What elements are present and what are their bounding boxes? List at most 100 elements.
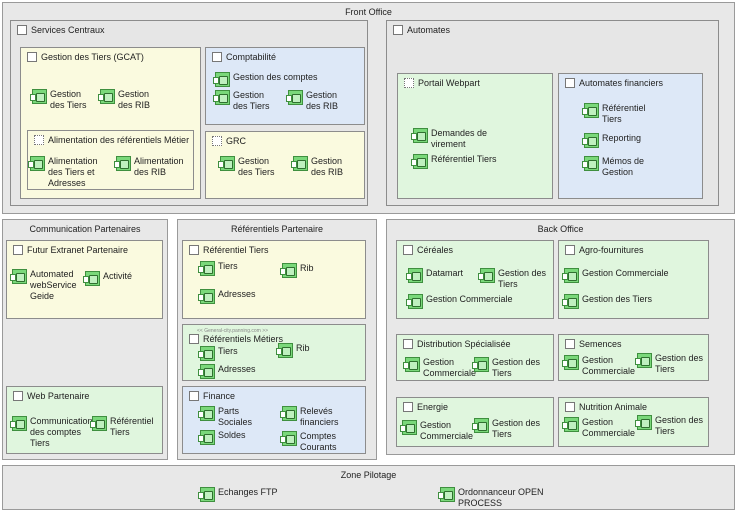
component-label: Adresses xyxy=(218,289,256,299)
alimentation-package[interactable]: Alimentation des référentiels Métier xyxy=(27,130,194,190)
component[interactable]: Soldes xyxy=(198,430,246,445)
component[interactable]: Alimentation des Tiers et Adresses xyxy=(28,156,98,189)
component[interactable]: Gestion des Tiers xyxy=(635,415,703,437)
component-icon xyxy=(114,156,131,171)
component-label: Automated webService Geide xyxy=(30,269,77,301)
component[interactable]: Référentiel Tiers xyxy=(411,154,497,169)
component[interactable]: Reporting xyxy=(582,133,641,148)
component[interactable]: Adresses xyxy=(198,364,256,379)
component[interactable]: Référentiel Tiers xyxy=(582,103,646,125)
component[interactable]: Gestion des Tiers xyxy=(562,294,652,309)
component-label: Rib xyxy=(300,263,314,273)
component-icon xyxy=(198,406,215,421)
comptabilite-package[interactable]: Comptabilité xyxy=(205,47,365,125)
comptabilite-title: Comptabilité xyxy=(226,52,277,62)
component-icon xyxy=(472,357,489,372)
component[interactable]: Datamart xyxy=(406,268,464,283)
component[interactable]: Gestion des RIB xyxy=(291,156,343,178)
energie-title: Energie xyxy=(417,402,449,412)
component[interactable]: Gestion Commerciale xyxy=(562,268,669,283)
package-icon xyxy=(403,402,413,412)
extranet-title: Futur Extranet Partenaire xyxy=(27,245,129,255)
component[interactable]: Communication des comptes Tiers xyxy=(10,416,93,449)
component[interactable]: Référentiel Tiers xyxy=(90,416,154,438)
automates-title: Automates xyxy=(407,25,451,35)
component-icon xyxy=(10,416,27,431)
package-icon xyxy=(13,245,23,255)
package-icon xyxy=(212,136,222,146)
component-icon xyxy=(291,156,308,171)
component-label: Ordonnanceur OPEN PROCESS xyxy=(458,487,544,508)
semences-title: Semences xyxy=(579,339,622,349)
component-label: Gestion des Tiers xyxy=(492,418,541,439)
component[interactable]: Automated webService Geide xyxy=(10,269,77,302)
component[interactable]: Gestion Commerciale xyxy=(562,355,635,377)
automates-financiers-package[interactable]: Automates financiers xyxy=(558,73,703,199)
component-label: Gestion Commerciale xyxy=(426,294,513,304)
component[interactable]: Gestion Commerciale xyxy=(403,357,476,379)
component[interactable]: Gestion des RIB xyxy=(286,90,338,112)
web-partenaire-package[interactable]: Web Partenaire xyxy=(6,386,163,454)
component[interactable]: Tiers xyxy=(198,346,238,361)
referentiel-tiers-package[interactable]: Référentiel Tiers xyxy=(182,240,366,319)
component[interactable]: Adresses xyxy=(198,289,256,304)
component-label: Soldes xyxy=(218,430,246,440)
component-label: Demandes de virement xyxy=(431,128,488,149)
component[interactable]: Rib xyxy=(276,343,310,358)
component-icon xyxy=(198,487,215,502)
component[interactable]: Gestion des Tiers xyxy=(472,357,540,379)
semences-package[interactable]: Semences xyxy=(558,334,709,381)
zone-pilotage-region: Zone Pilotage xyxy=(2,465,735,510)
component-icon xyxy=(478,268,495,283)
component-icon xyxy=(406,294,423,309)
stereotype-label: << General-city.panning.com >> xyxy=(197,328,269,334)
distribution-title: Distribution Spécialisée xyxy=(417,339,511,349)
component-icon xyxy=(411,154,428,169)
component-icon xyxy=(582,133,599,148)
component[interactable]: Gestion Commerciale xyxy=(406,294,513,309)
component[interactable]: Mémos de Gestion xyxy=(582,156,644,178)
component-icon xyxy=(28,156,45,171)
component[interactable]: Echanges FTP xyxy=(198,487,278,502)
nutrition-animale-package[interactable]: Nutrition Animale xyxy=(558,397,709,447)
component-icon xyxy=(562,268,579,283)
referentiels-metiers-title: Référentiels Métiers xyxy=(203,334,284,344)
component-icon xyxy=(286,90,303,105)
component-icon xyxy=(213,90,230,105)
component[interactable]: Gestion des Tiers xyxy=(478,268,546,290)
component[interactable]: Relevés financiers xyxy=(280,406,339,428)
component[interactable]: Gestion des comptes xyxy=(213,72,318,87)
component[interactable]: Activité xyxy=(83,271,132,286)
cereales-title: Céréales xyxy=(417,245,454,255)
component-icon xyxy=(10,269,27,284)
package-icon xyxy=(212,52,222,62)
component[interactable]: Gestion des Tiers xyxy=(213,90,270,112)
package-icon xyxy=(403,339,413,349)
component[interactable]: Tiers xyxy=(198,261,238,276)
component[interactable]: Demandes de virement xyxy=(411,128,488,150)
component[interactable]: Comptes Courants xyxy=(280,431,337,453)
component[interactable]: Parts Sociales xyxy=(198,406,252,428)
component[interactable]: Alimentation des RIB xyxy=(114,156,184,178)
component-label: Communication des comptes Tiers xyxy=(30,416,93,448)
package-icon xyxy=(565,339,575,349)
component-label: Datamart xyxy=(426,268,464,278)
alimentation-title: Alimentation des référentiels Métier xyxy=(48,135,190,145)
component[interactable]: Gestion des Tiers xyxy=(635,353,703,375)
component[interactable]: Gestion des Tiers xyxy=(30,89,87,111)
package-icon xyxy=(34,135,44,145)
component[interactable]: Rib xyxy=(280,263,314,278)
component[interactable]: Gestion Commerciale xyxy=(400,420,473,442)
component-icon xyxy=(635,353,652,368)
component-icon xyxy=(280,406,297,421)
component[interactable]: Gestion des RIB xyxy=(98,89,150,111)
component[interactable]: Ordonnanceur OPEN PROCESS xyxy=(438,487,544,509)
component[interactable]: Gestion des Tiers xyxy=(472,418,541,440)
component[interactable]: Gestion Commerciale xyxy=(562,417,635,439)
component-label: Référentiel Tiers xyxy=(110,416,154,437)
component[interactable]: Gestion des Tiers xyxy=(218,156,275,178)
component-icon xyxy=(582,103,599,118)
automates-financiers-title: Automates financiers xyxy=(579,78,664,88)
agro-fournitures-package[interactable]: Agro-fournitures xyxy=(558,240,709,319)
package-icon xyxy=(17,25,27,35)
